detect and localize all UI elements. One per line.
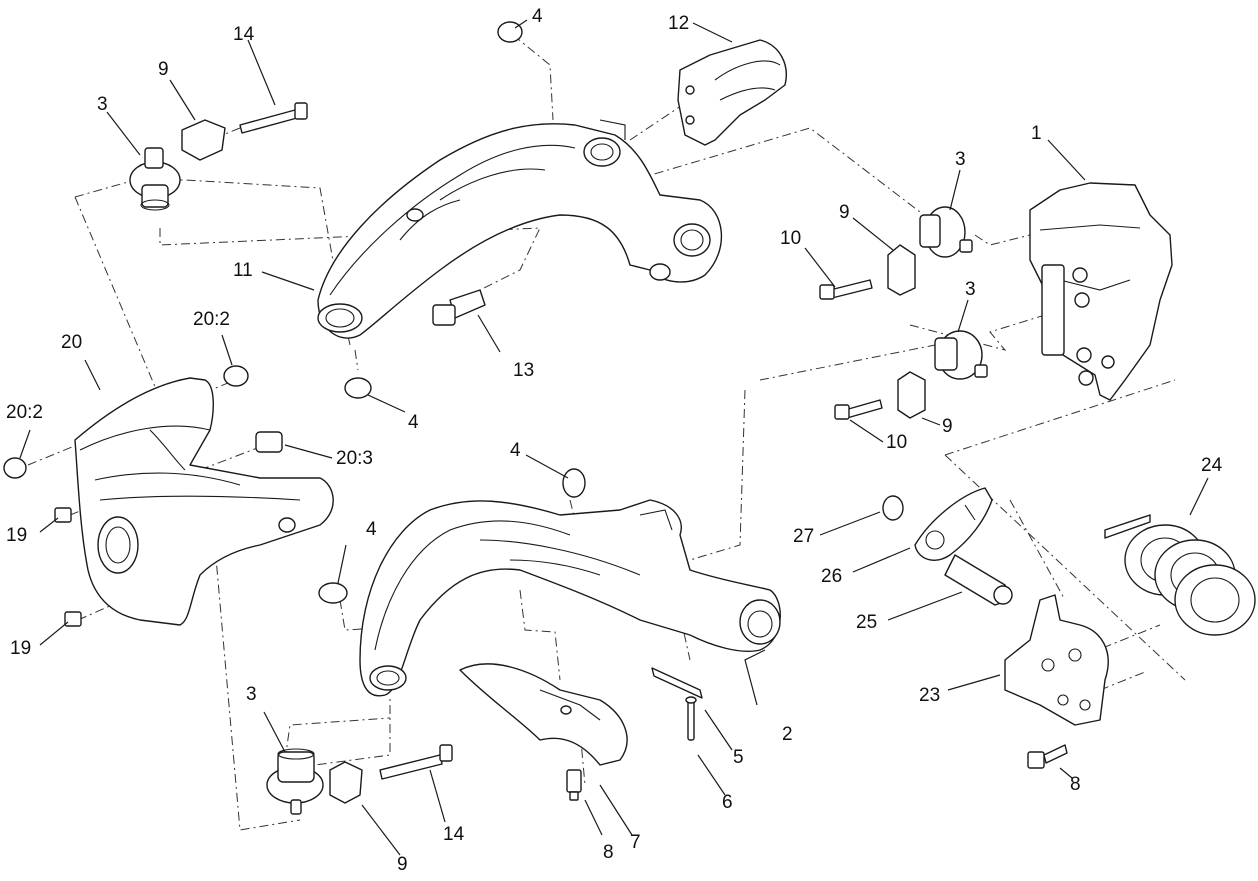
shield-assembly	[459, 663, 703, 766]
ball-joint-upper-left	[129, 147, 181, 211]
callout-14: 14	[233, 24, 255, 45]
callout-labels: 1 2 3 3 3 3 4 4 4 4 5 6 7 8 8 9 9 9 9 10…	[6, 6, 1223, 875]
callout-19: 19	[10, 638, 31, 659]
callout-4: 4	[510, 440, 521, 461]
callout-4: 4	[532, 6, 543, 27]
callout-25: 25	[856, 612, 877, 633]
callout-3: 3	[955, 149, 966, 170]
callout-26: 26	[821, 566, 842, 587]
callout-27: 27	[793, 526, 814, 547]
callout-10: 10	[780, 228, 801, 249]
callout-8: 8	[603, 842, 614, 863]
callout-23: 23	[919, 685, 940, 706]
ball-joint-lower-left	[266, 748, 324, 815]
upper-arm-bracket	[677, 39, 787, 146]
callout-9: 9	[397, 854, 408, 875]
ball-joints	[129, 147, 988, 815]
callout-4: 4	[408, 412, 419, 433]
callout-6: 6	[722, 792, 733, 813]
callout-20: 20	[61, 332, 82, 353]
clamps	[181, 119, 926, 804]
callout-13: 13	[513, 360, 534, 381]
bolts	[54, 102, 1068, 801]
ball-joint-right-lower	[934, 330, 988, 380]
callout-3: 3	[246, 684, 257, 705]
callout-8: 8	[1070, 774, 1081, 795]
callout-24: 24	[1201, 455, 1223, 476]
ball-joint-right-upper	[919, 206, 973, 258]
leader-lines	[19, 19, 1209, 856]
callout-20-2: 20:2	[6, 402, 43, 423]
callout-3: 3	[965, 279, 976, 300]
callout-2: 2	[782, 724, 793, 745]
callout-9: 9	[942, 416, 953, 437]
steering-knuckle	[74, 377, 334, 626]
callout-11: 11	[233, 260, 253, 281]
callout-4: 4	[366, 519, 377, 540]
callout-9: 9	[158, 59, 169, 80]
callout-10: 10	[886, 432, 907, 453]
upper-control-arm	[317, 119, 723, 339]
callout-19: 19	[6, 525, 27, 546]
coil-spring	[1104, 514, 1256, 636]
callout-5: 5	[733, 747, 744, 768]
frame-bracket	[1029, 182, 1173, 401]
bushings	[3, 365, 283, 479]
callout-7: 7	[630, 832, 641, 853]
stabilizer-link-parts	[914, 487, 1109, 726]
callout-20-2: 20:2	[193, 309, 230, 330]
callout-3: 3	[97, 94, 108, 115]
callout-14: 14	[443, 824, 465, 845]
lower-control-arm	[359, 499, 781, 697]
callout-20-3: 20:3	[336, 448, 373, 469]
callout-9: 9	[839, 202, 850, 223]
callout-12: 12	[668, 13, 689, 34]
callout-1: 1	[1031, 123, 1042, 144]
